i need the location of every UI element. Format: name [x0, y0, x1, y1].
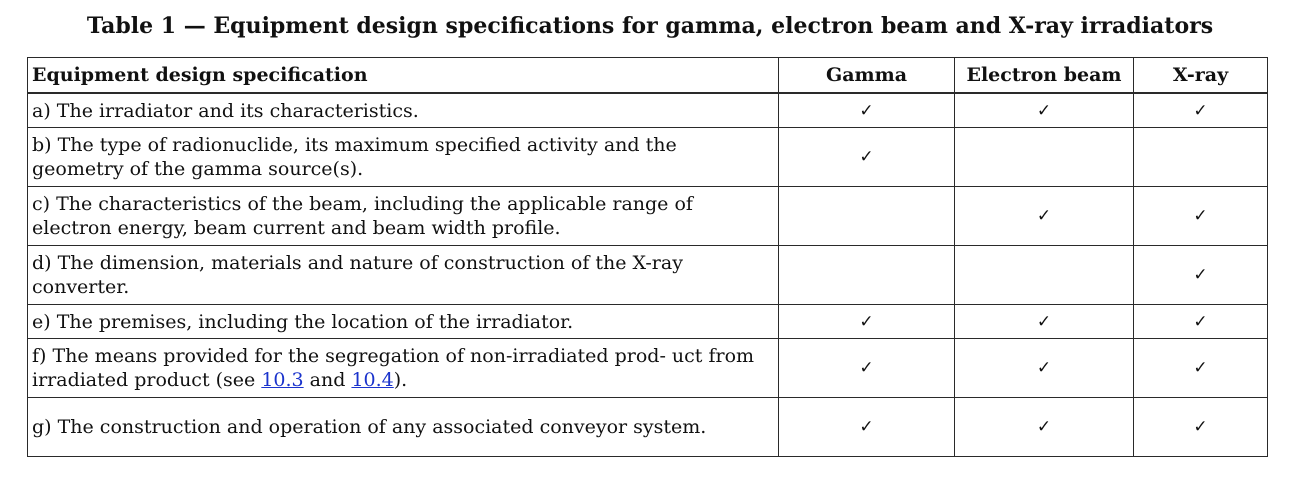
column-header-spec: Equipment design specification [27, 57, 779, 94]
table-row: e) The premises, including the location … [27, 304, 1268, 339]
xray-check-b [1133, 127, 1268, 187]
xray-check-f: ✓ [1133, 338, 1268, 398]
electron-beam-check-g: ✓ [954, 397, 1134, 457]
gamma-check-f: ✓ [778, 338, 955, 398]
spec-cell-d: d) The dimension, materials and nature o… [27, 245, 779, 305]
electron-beam-check-c: ✓ [954, 186, 1134, 246]
spec-text-f-end: ). [393, 369, 408, 391]
spec-cell-e: e) The premises, including the location … [27, 304, 779, 339]
xray-check-g: ✓ [1133, 397, 1268, 457]
xray-check-d: ✓ [1133, 245, 1268, 305]
electron-beam-check-a: ✓ [954, 92, 1134, 128]
table-row: b) The type of radionuclide, its maximum… [27, 127, 1268, 187]
spec-cell-g: g) The construction and operation of any… [27, 397, 779, 457]
gamma-check-d [778, 245, 955, 305]
table-row: f) The means provided for the segregatio… [27, 338, 1268, 398]
spec-text-f-middle: and [303, 369, 352, 391]
spec-cell-c: c) The characteristics of the beam, incl… [27, 186, 779, 246]
spec-text-f-start: f) The means provided for the segregatio… [32, 345, 755, 391]
electron-beam-check-e: ✓ [954, 304, 1134, 339]
column-header-electron-beam: Electron beam [954, 57, 1134, 94]
gamma-check-g: ✓ [778, 397, 955, 457]
gamma-check-e: ✓ [778, 304, 955, 339]
gamma-check-c [778, 186, 955, 246]
link-section-10-3[interactable]: 10.3 [261, 369, 304, 391]
xray-check-e: ✓ [1133, 304, 1268, 339]
electron-beam-check-f: ✓ [954, 338, 1134, 398]
electron-beam-check-d [954, 245, 1134, 305]
specifications-table: Equipment design specification Gamma Ele… [27, 57, 1268, 457]
table-row: g) The construction and operation of any… [27, 397, 1268, 457]
spec-cell-f: f) The means provided for the segregatio… [27, 338, 779, 398]
xray-check-c: ✓ [1133, 186, 1268, 246]
table-row: a) The irradiator and its characteristic… [27, 92, 1268, 128]
column-header-gamma: Gamma [778, 57, 955, 94]
xray-check-a: ✓ [1133, 92, 1268, 128]
link-section-10-4[interactable]: 10.4 [351, 369, 394, 391]
electron-beam-check-b [954, 127, 1134, 187]
table-row: d) The dimension, materials and nature o… [27, 245, 1268, 305]
table-title: Table 1 — Equipment design specification… [86, 13, 1214, 39]
table-row: c) The characteristics of the beam, incl… [27, 186, 1268, 246]
header-row: Equipment design specification Gamma Ele… [27, 57, 1268, 94]
spec-cell-b: b) The type of radionuclide, its maximum… [27, 127, 779, 187]
spec-cell-a: a) The irradiator and its characteristic… [27, 92, 779, 128]
column-header-xray: X-ray [1133, 57, 1268, 94]
gamma-check-b: ✓ [778, 127, 955, 187]
gamma-check-a: ✓ [778, 92, 955, 128]
